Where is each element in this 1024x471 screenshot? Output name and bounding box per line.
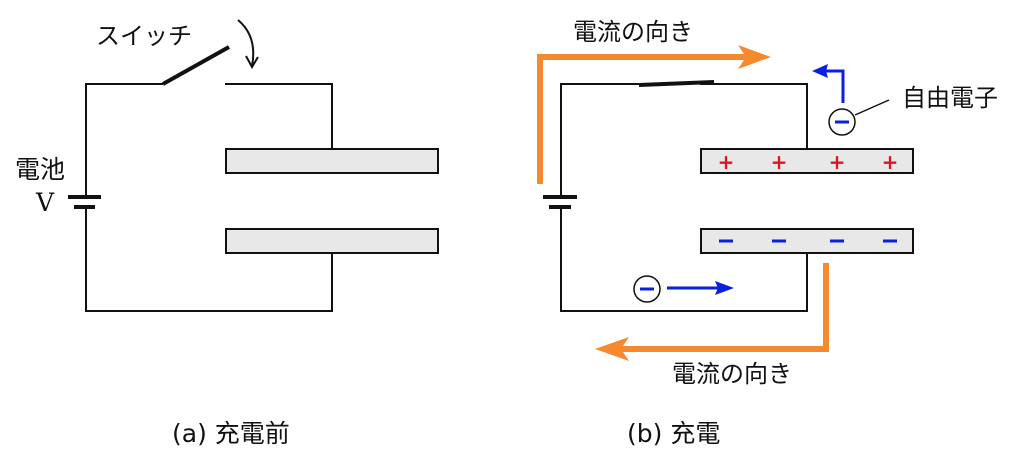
wire-right-top [700, 83, 808, 148]
caption-b: (b) 充電 [627, 419, 720, 448]
wire-left-top [85, 83, 163, 197]
current-arrowhead-bottom [595, 337, 629, 361]
positive-charge: + [829, 150, 846, 174]
current-arrow-bottom [604, 263, 829, 352]
switch-pointer-arrowhead [245, 55, 259, 70]
electron-arrow-top [825, 69, 845, 103]
battery-label: 電池 [15, 155, 65, 184]
switch-lever-open [162, 45, 230, 86]
free-electron-leader [854, 99, 890, 116]
panel-b-charging: 電流の向き + + + + 自由電子 [537, 18, 998, 448]
capacitor-bottom-plate [700, 228, 914, 254]
electron-arrowhead-top [812, 64, 828, 78]
positive-charges: + + + + [718, 150, 899, 174]
switch-label: スイッチ [96, 22, 192, 50]
panel-a-before-charging: スイッチ 電池 V (a) 充電前 [15, 19, 439, 448]
capacitor-top-plate [225, 148, 439, 174]
current-arrow-top [537, 54, 762, 184]
switch-pointer-arrow [237, 19, 255, 67]
switch-lever-closed [638, 80, 715, 87]
current-label-bottom: 電流の向き [672, 360, 792, 388]
caption-a: (a) 充電前 [172, 419, 290, 448]
voltage-label: V [35, 188, 55, 217]
electron-arrowhead-bottom [715, 281, 734, 295]
wire-right-top [225, 83, 333, 148]
wire-bottom [560, 207, 808, 312]
positive-charge: + [882, 150, 899, 174]
positive-charge: + [718, 150, 735, 174]
capacitor-bottom-plate [225, 228, 439, 254]
wire-bottom [85, 207, 333, 312]
capacitor-top-plate [700, 148, 914, 174]
wire-left-top [560, 83, 639, 197]
current-arrowhead-top [738, 45, 771, 69]
current-label-top: 電流の向き [573, 18, 693, 46]
positive-charge: + [771, 150, 788, 174]
free-electron-label: 自由電子 [902, 84, 998, 112]
